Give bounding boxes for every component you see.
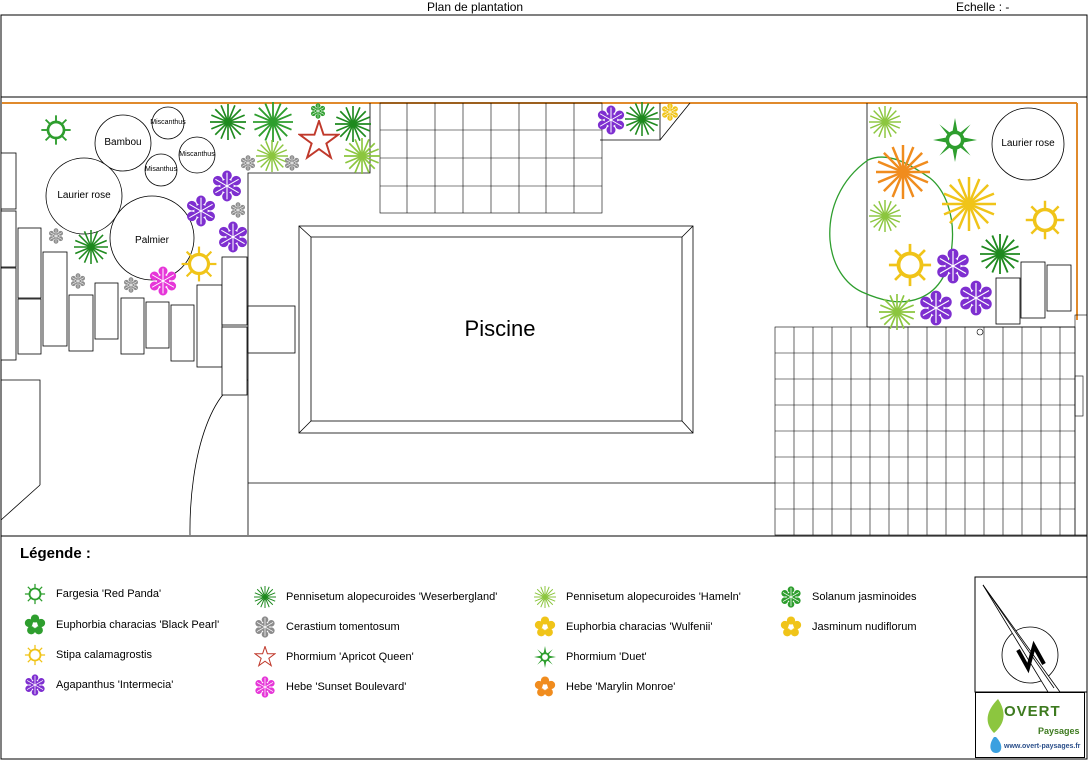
- legend-title: Légende :: [20, 545, 91, 562]
- legend-item-pennisetum-hameln: Pennisetum alopecuroides 'Hameln': [534, 586, 741, 608]
- circle-label-miscanthus-2: Miscanthus: [179, 151, 215, 158]
- fargesia-icon: [24, 583, 46, 605]
- north-arrow: [974, 576, 1088, 693]
- circle-label-palmier: Palmier: [135, 235, 169, 246]
- legend-item-phormium-apricot: Phormium 'Apricot Queen': [254, 646, 414, 667]
- solanum-icon: [781, 586, 801, 608]
- legend-item-euphorbia-black-pearl: Euphorbia characias 'Black Pearl': [24, 614, 219, 635]
- pool: [298, 225, 694, 434]
- phormium-duet-icon: [534, 646, 556, 668]
- hedge-outline: [829, 156, 954, 303]
- tree-canopies: [45, 106, 1065, 281]
- right-bed-outline: [866, 103, 1075, 328]
- legend-item-stipa: Stipa calamagrostis: [24, 644, 152, 666]
- euphorbia-black-pearl-icon: [24, 614, 46, 635]
- legend-item-hebe-marylin: Hebe 'Marylin Monroe': [534, 676, 675, 697]
- logo-sub: Paysages: [1038, 726, 1080, 736]
- stepping-stones: [0, 152, 296, 396]
- hebe-sunset-icon: [255, 676, 275, 698]
- circle-label-bambou: Bambou: [104, 137, 142, 148]
- legend-item-euphorbia-wulfenii: Euphorbia characias 'Wulfenii': [534, 616, 712, 637]
- company-logo: OVERT Paysages www.overt-paysages.fr: [975, 692, 1085, 758]
- stipa-icon: [24, 644, 46, 666]
- scale-label: Echelle : -: [956, 0, 1010, 14]
- legend-item-phormium-duet: Phormium 'Duet': [534, 646, 647, 668]
- phormium-apricot-icon: [254, 646, 276, 667]
- plant-symbols: [40, 102, 1066, 330]
- legend-item-cerastium: Cerastium tomentosum: [254, 616, 400, 638]
- legend-item-hebe-sunset: Hebe 'Sunset Boulevard': [254, 676, 406, 698]
- pennisetum-weserbergland-icon: [254, 586, 276, 608]
- legend-item-jasminum: Jasminum nudiflorum: [780, 616, 917, 637]
- pennisetum-hameln-icon: [534, 586, 556, 608]
- logo-url: www.overt-paysages.fr: [1004, 743, 1081, 750]
- pool-label: Piscine: [464, 316, 536, 341]
- hebe-marylin-icon: [534, 676, 556, 697]
- circle-label-miscanthus-1: Miscanthus: [150, 119, 186, 126]
- circle-label-laurier-rose-left: Laurier rose: [57, 190, 111, 201]
- logo-brand: OVERT: [1004, 703, 1061, 720]
- legend-item-agapanthus: Agapanthus 'Intermecia': [24, 674, 173, 696]
- plan-title: Plan de plantation: [427, 0, 524, 14]
- jasminum-icon: [780, 616, 802, 637]
- euphorbia-wulfenii-icon: [534, 616, 556, 637]
- legend-item-pennisetum-weserbergland: Pennisetum alopecuroides 'Weserbergland': [254, 586, 497, 608]
- cerastium-icon: [255, 616, 275, 638]
- pool-terrace: [248, 102, 775, 484]
- logo-leaf-icon: [987, 699, 1004, 753]
- circle-label-misanthus: Misanthus: [145, 166, 177, 173]
- circle-label-laurier-rose-right: Laurier rose: [1001, 138, 1055, 149]
- paving-top: [379, 102, 603, 214]
- paving-right: [774, 314, 1088, 536]
- legend-item-solanum: Solanum jasminoides: [780, 586, 917, 608]
- legend-item-fargesia: Fargesia 'Red Panda': [24, 583, 161, 605]
- agapanthus-icon: [25, 674, 45, 696]
